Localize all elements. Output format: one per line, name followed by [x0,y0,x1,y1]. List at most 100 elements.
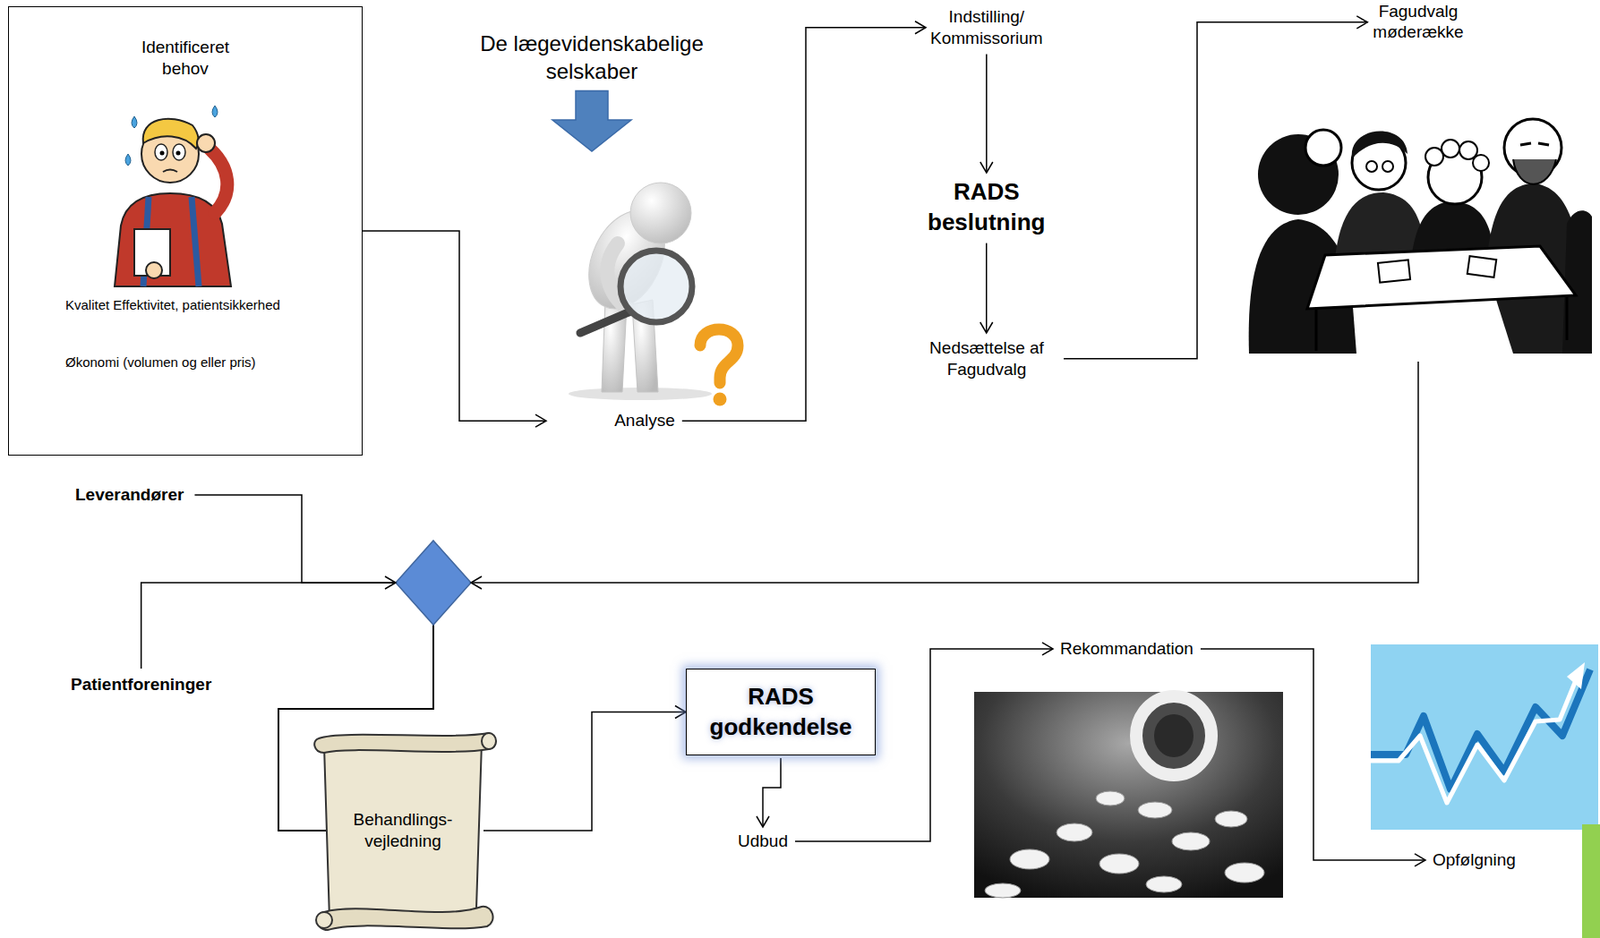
node-text: Analyse [614,410,676,432]
meeting-illustration [1315,308,1318,351]
arrow-head [915,21,926,35]
connector-line [682,27,926,421]
scroll-outline [316,912,333,929]
arrow-head [980,162,993,173]
pills-photo [974,692,1284,899]
merge-diamond [385,540,482,625]
arrow-head [756,816,770,828]
meeting-illustration [1441,139,1460,158]
confused-man-illustration [125,154,131,166]
node-text: De lægevidenskabelige selskaber [448,29,736,86]
analysis-step: Analyse [546,154,762,439]
flow-arrow [362,231,547,428]
confused-man-illustration [162,170,178,173]
confused-man-illustration [196,134,215,153]
confused-man-illustration [209,148,228,214]
pills-photo [1009,849,1050,870]
flow-arrow [756,758,781,828]
meeting-illustration [1382,161,1394,172]
trend-chart-image [1370,680,1576,804]
flow-arrow [682,21,926,421]
meeting-illustration [1366,161,1378,172]
step-label: Indstilling/ Kommissorium [930,6,1044,50]
analysis-figure-illustration [580,311,631,334]
confused-man-illustration [143,119,199,149]
meeting-illustration [1565,295,1569,341]
pills-photo [974,692,1284,899]
node-text: Udbud [737,830,788,853]
trend-chart-image [1566,662,1585,690]
confused-man-illustration [172,144,186,161]
pills-photo [1137,802,1173,819]
pills-photo [1095,791,1125,806]
meeting-illustration [1249,119,1592,354]
meeting-illustration [1307,246,1576,309]
meeting-illustration [1305,129,1342,166]
step-label: Udbud [737,830,788,853]
confused-man-illustration [160,151,165,156]
confused-man-illustration [154,144,168,161]
pills-photo [1154,714,1194,758]
node-text: Opfølgning [1432,849,1516,872]
meeting-illustration [1472,154,1489,172]
approval-box: RADS godkendelse [685,668,876,756]
arrow-head [1356,16,1368,29]
connector-line [762,758,781,828]
scroll-outline [481,733,497,750]
pills-photo [1172,832,1210,851]
pills-photo [1056,823,1093,842]
connector-line [362,231,547,421]
arrow-head [980,322,993,334]
merge-diamond [395,540,471,625]
meeting-illustration [1377,259,1411,283]
scroll-outline [306,729,500,933]
pills-photo [1214,811,1248,828]
need-box: Identificeret behovKvalitet Effektivitet… [8,6,363,456]
decision-step: RADS beslutning [927,177,1045,239]
stakeholder-label: Leverandører [75,484,184,506]
step-label: Opfølgning [1432,849,1516,872]
flow-arrow [980,243,993,334]
step-label: Nedsættelse af Fagudvalg [915,337,1059,381]
merge-diamond [470,576,482,590]
connector-line [985,54,988,174]
flow-arrow [980,54,993,174]
meeting-illustration [1351,131,1408,159]
node-text: RADS beslutning [927,177,1045,239]
node-text: Nedsættelse af Fagudvalg [915,337,1059,381]
scroll-outline [316,906,493,931]
scroll-outline [324,742,482,920]
node-text: Rekommandation [1060,638,1194,660]
trend-chart-image [1370,669,1591,790]
analysis-figure-illustration [700,329,738,384]
meeting-illustration [1425,147,1444,166]
stakeholder-label: Patientforeninger [70,674,212,696]
connector-line [483,712,686,832]
arrow-head [1414,854,1426,867]
trend-chart-image [1370,644,1599,830]
confused-man-illustration [145,262,163,279]
step-label: Rekommandation [1060,638,1194,660]
arrow-head [675,706,686,719]
pills-photo [984,883,1021,899]
block-arrow [552,90,632,152]
node-text: Identificeret behov [141,36,230,80]
block-arrow [552,90,632,152]
merge-diamond [385,576,396,590]
meeting-step: Fagudvalg møderække [1244,1,1592,359]
analysis-figure-illustration [630,182,692,244]
arrow-head [1042,642,1053,656]
node-text: Økonomi (volumen og eller pris) [65,354,362,372]
confused-man-illustration [176,151,181,156]
node-text: Kvalitet Effektivitet, patientsikkerhed [65,297,362,315]
node-text: Leverandører [75,484,184,506]
node-text: RADS godkendelse [710,682,853,744]
confused-man-illustration [191,196,199,287]
flow-arrow [483,706,686,832]
node-text: Fagudvalg møderække [1372,1,1464,43]
meeting-illustration [1538,143,1549,146]
confused-man-illustration [114,105,232,287]
confused-man-illustration [131,116,137,129]
